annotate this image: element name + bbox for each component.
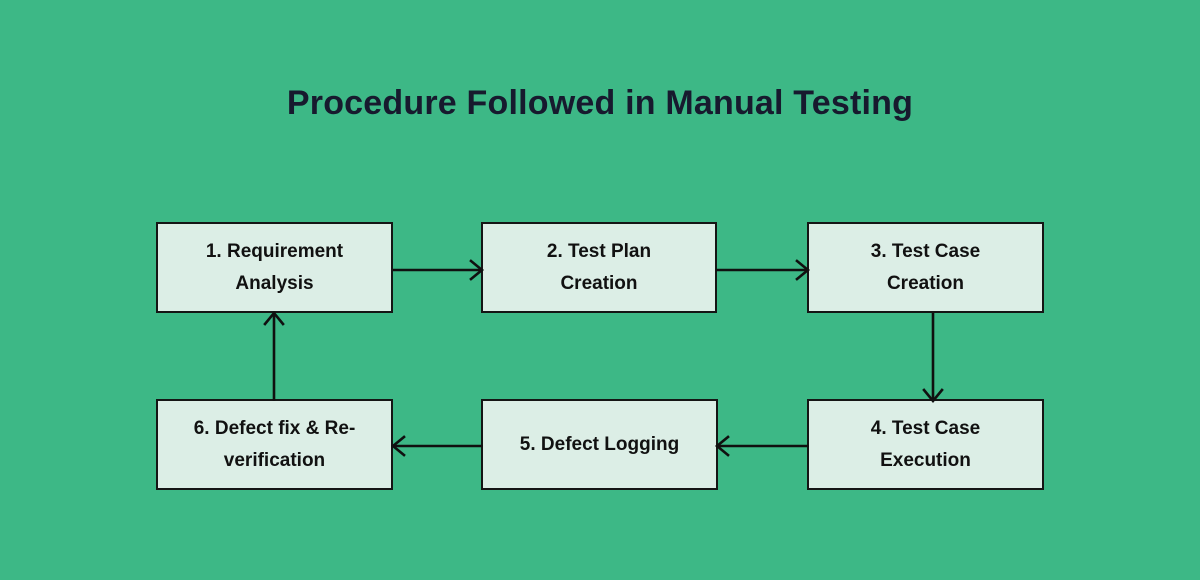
arrow-up-icon-6-to-1	[263, 310, 285, 401]
flow-node-label-line2: Creation	[886, 272, 965, 294]
flow-node-test-case-creation[interactable]: 3. Test Case Creation	[807, 222, 1044, 313]
flow-node-label-line1: 1. Requirement	[205, 241, 344, 263]
arrow-left-icon-4-to-5	[714, 435, 809, 457]
flow-node-label-line2: verification	[223, 449, 326, 471]
flow-node-label-line1: 2. Test Plan	[546, 241, 652, 263]
arrow-down-icon-3-to-4	[922, 313, 944, 404]
flow-node-test-case-execution[interactable]: 4. Test Case Execution	[807, 399, 1044, 490]
flow-node-requirement-analysis[interactable]: 1. Requirement Analysis	[156, 222, 393, 313]
flow-node-label-line2: Creation	[560, 272, 638, 294]
flow-node-label-line1: 6. Defect fix & Re-	[193, 418, 356, 440]
flow-node-label-line2: Analysis	[235, 272, 314, 294]
flow-node-defect-fix-reverification[interactable]: 6. Defect fix & Re- verification	[156, 399, 393, 490]
flow-node-label-line2: Execution	[880, 449, 971, 471]
page-title: Procedure Followed in Manual Testing	[286, 84, 914, 122]
arrow-left-icon-5-to-6	[390, 435, 483, 457]
flow-node-label-line1: 5. Defect Logging	[519, 433, 680, 455]
flow-node-label-line1: 4. Test Case	[870, 418, 981, 440]
flow-node-defect-logging[interactable]: 5. Defect Logging	[481, 399, 718, 490]
arrow-right-icon-1-to-2	[393, 259, 485, 281]
arrow-right-icon-2-to-3	[716, 259, 811, 281]
flow-node-label-line1: 3. Test Case	[870, 241, 981, 263]
flow-node-test-plan-creation[interactable]: 2. Test Plan Creation	[481, 222, 717, 313]
